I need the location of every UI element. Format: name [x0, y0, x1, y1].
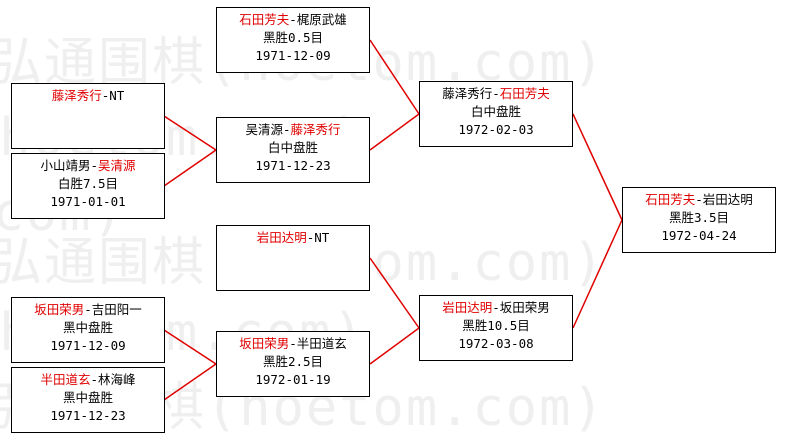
match-box: 藤泽秀行-NT — [11, 83, 165, 149]
player-name: 藤泽秀行 — [442, 86, 493, 101]
player-name: 岩田达明 — [442, 300, 493, 315]
bracket-connector — [163, 149, 217, 187]
match-date: 1971-12-09 — [255, 48, 331, 63]
match-result: 白中盘胜 — [470, 104, 521, 119]
player-separator: - — [492, 300, 500, 315]
player-name: 岩田达明 — [256, 230, 307, 245]
match-date: 1972-02-03 — [458, 122, 534, 137]
match-box: 岩田达明-NT — [216, 225, 370, 291]
player-name: 石田芳夫 — [499, 86, 550, 101]
player-name: 藤泽秀行 — [290, 122, 341, 137]
match-players: 石田芳夫-梶原武雄 — [239, 11, 347, 29]
player-name: 半田道玄 — [296, 336, 347, 351]
bracket-connector — [572, 219, 623, 329]
player-separator: - — [90, 158, 99, 173]
match-date: 1972-04-24 — [661, 228, 737, 243]
player-name: NT — [314, 230, 330, 245]
player-name: 吉田阳一 — [91, 302, 142, 317]
player-name: 小山靖男 — [40, 158, 91, 173]
match-date: 1971-12-23 — [50, 408, 126, 423]
match-players: 吴清源-藤泽秀行 — [245, 121, 340, 139]
player-name: 石田芳夫 — [645, 192, 696, 207]
match-players: 坂田荣男-半田道玄 — [239, 335, 347, 353]
player-separator: - — [695, 192, 703, 207]
match-result: 黑中盘胜 — [62, 320, 113, 335]
player-separator: - — [84, 302, 92, 317]
match-players: 岩田达明-NT — [257, 229, 330, 247]
match-date: 1971-01-01 — [50, 194, 126, 209]
bracket-connector — [369, 39, 420, 115]
player-name: 藤泽秀行 — [51, 88, 102, 103]
player-name: 吴清源 — [245, 122, 283, 137]
match-result: 白中盘胜 — [267, 140, 318, 155]
match-players: 坂田荣男-吉田阳一 — [34, 301, 142, 319]
match-date: 1972-01-19 — [255, 372, 331, 387]
match-result: 黑胜10.5目 — [462, 318, 530, 333]
player-separator: - — [282, 122, 291, 137]
player-separator: - — [90, 372, 99, 387]
bracket-connector — [163, 329, 217, 365]
match-date: 1971-12-23 — [255, 158, 331, 173]
match-result: 白胜7.5目 — [57, 176, 119, 191]
player-separator: - — [289, 336, 297, 351]
bracket-connector — [163, 115, 217, 151]
match-result: 黑中盘胜 — [62, 390, 113, 405]
bracket-connector — [369, 257, 420, 329]
player-name: 岩田达明 — [702, 192, 753, 207]
match-players: 半田道玄-林海峰 — [40, 371, 135, 389]
player-name: 坂田荣男 — [499, 300, 550, 315]
match-date: 1971-12-09 — [50, 338, 126, 353]
player-separator: - — [101, 88, 110, 103]
player-name: 石田芳夫 — [239, 12, 290, 27]
match-result: 黑胜2.5目 — [262, 354, 324, 369]
match-players: 岩田达明-坂田荣男 — [442, 299, 550, 317]
match-players: 藤泽秀行-石田芳夫 — [442, 85, 550, 103]
match-players: 小山靖男-吴清源 — [40, 157, 135, 175]
bracket-connector — [369, 113, 420, 151]
player-name: NT — [109, 88, 125, 103]
player-separator: - — [289, 12, 297, 27]
bracket-connector — [572, 113, 623, 221]
player-name: 坂田荣男 — [239, 336, 290, 351]
match-players: 藤泽秀行-NT — [52, 87, 125, 105]
bracket-connector — [163, 363, 217, 401]
player-name: 梶原武雄 — [296, 12, 347, 27]
match-result: 黑胜0.5目 — [262, 30, 324, 45]
player-separator: - — [306, 230, 315, 245]
bracket-connector — [369, 327, 420, 365]
player-name: 坂田荣男 — [34, 302, 85, 317]
player-name: 半田道玄 — [40, 372, 91, 387]
player-separator: - — [492, 86, 500, 101]
player-name: 林海峰 — [98, 372, 136, 387]
match-players: 石田芳夫-岩田达明 — [645, 191, 753, 209]
player-name: 吴清源 — [98, 158, 136, 173]
match-result: 黑胜3.5目 — [668, 210, 730, 225]
match-date: 1972-03-08 — [458, 336, 534, 351]
